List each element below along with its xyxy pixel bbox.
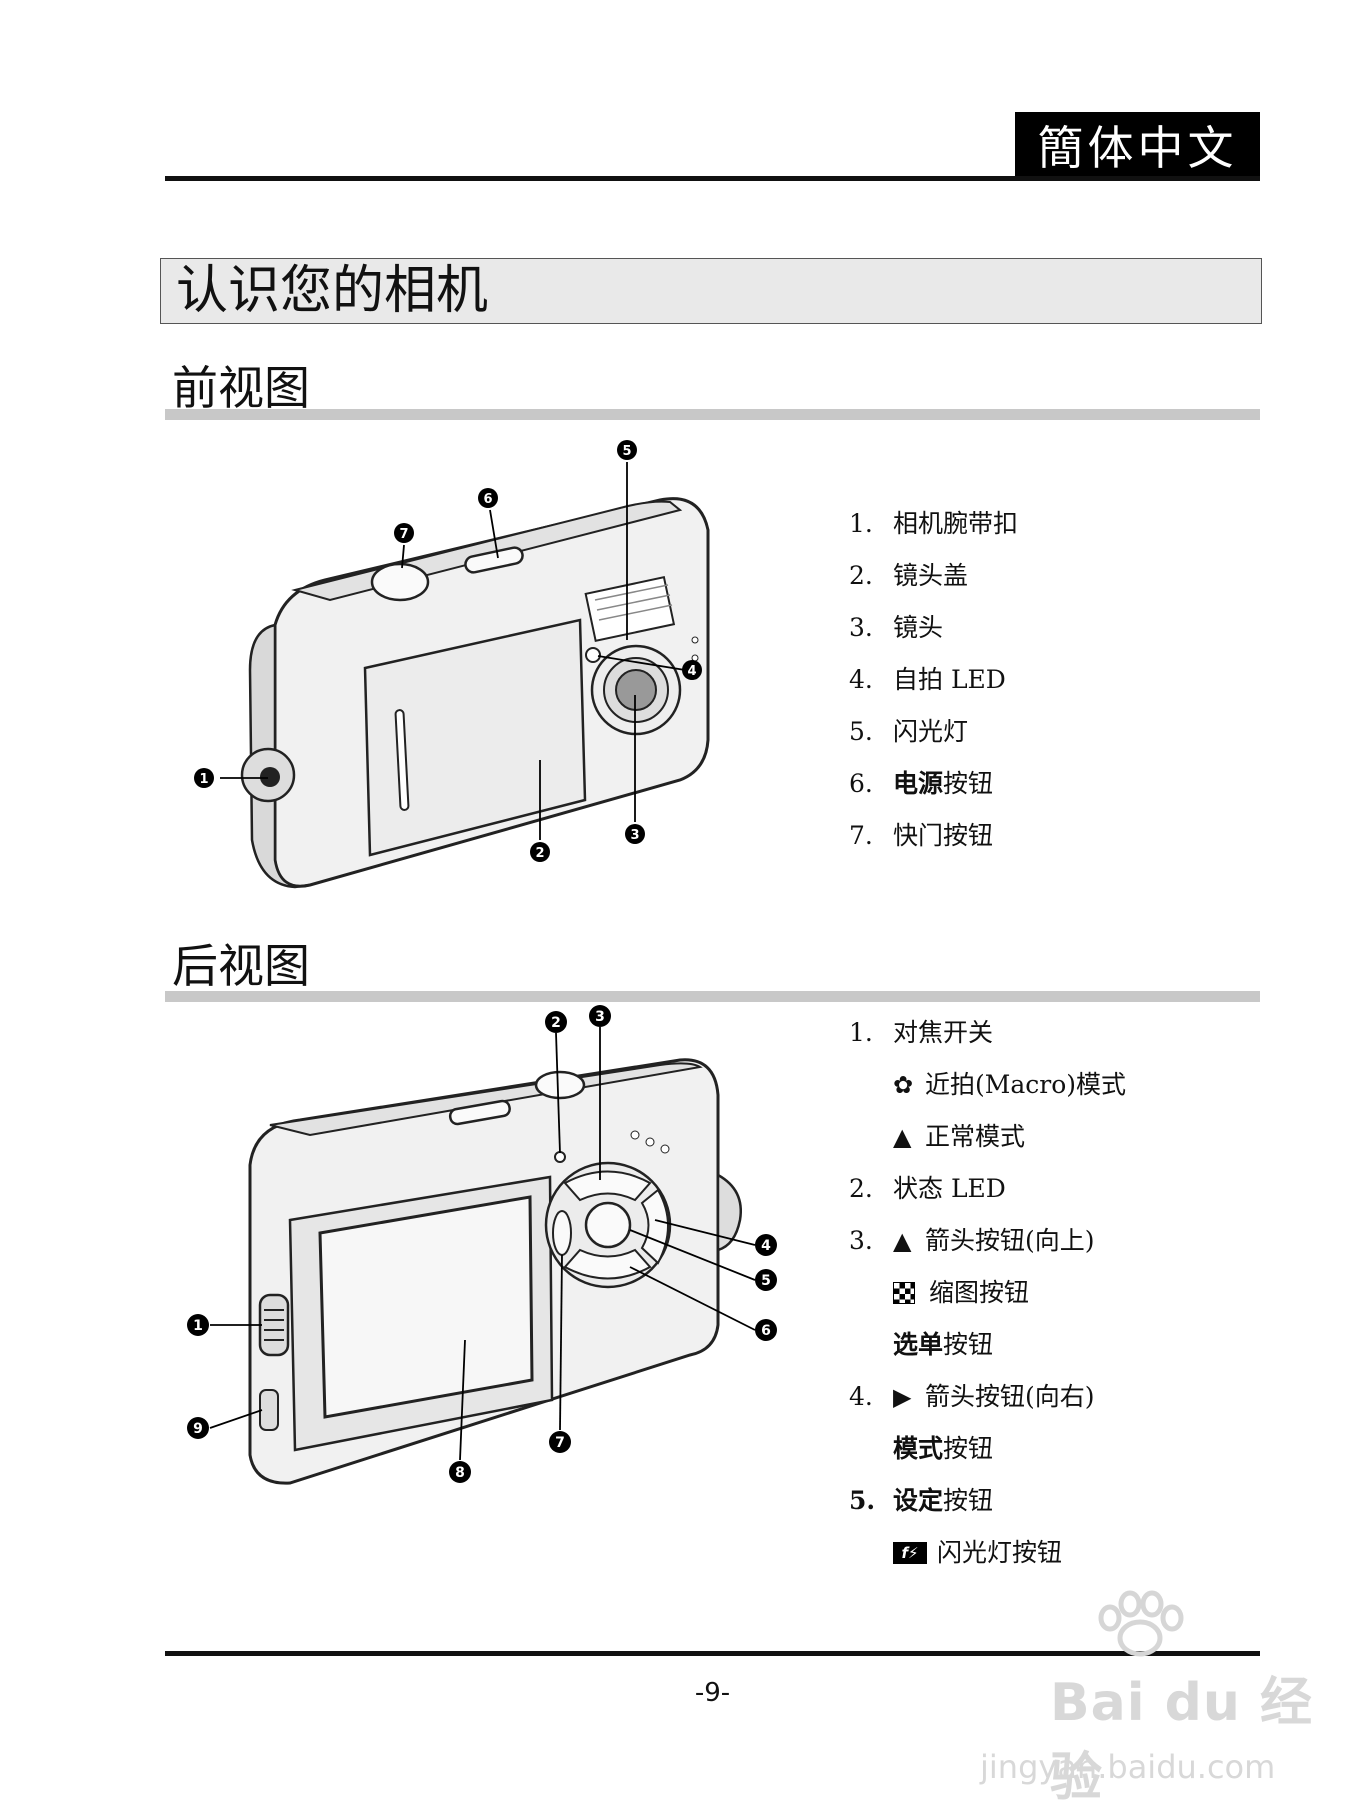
front-callout-7: 7 [394, 523, 414, 543]
svg-text:4: 4 [687, 664, 696, 679]
front-view-list: 1.相机腕带扣 2.镜头盖 3.镜头 4.自拍 LED 5.闪光灯 6.电源按钮… [849, 498, 1018, 862]
list-item: 5.设定按钮 [849, 1475, 1126, 1527]
svg-text:7: 7 [555, 1435, 565, 1451]
rear-callout-5: 5 [755, 1269, 777, 1291]
watermark-url: jingyan.baidu.com [980, 1748, 1275, 1786]
svg-text:5: 5 [622, 444, 631, 459]
svg-text:3: 3 [595, 1009, 605, 1025]
rear-callout-6: 6 [755, 1319, 777, 1341]
svg-text:5: 5 [761, 1273, 771, 1289]
rear-callout-4: 4 [755, 1234, 777, 1256]
page-title: 认识您的相机 [176, 258, 488, 324]
front-callout-6: 6 [478, 488, 498, 508]
svg-text:6: 6 [761, 1323, 771, 1339]
list-item: ✿近拍(Macro)模式 [849, 1059, 1126, 1111]
list-item: 2.状态 LED [849, 1163, 1126, 1215]
list-item: 1.对焦开关 [849, 1007, 1126, 1059]
rear-camera-illustration: 1 2 3 4 5 6 7 8 9 [180, 1005, 780, 1505]
svg-text:4: 4 [761, 1238, 771, 1254]
svg-text:8: 8 [455, 1465, 465, 1481]
rear-callout-3: 3 [589, 1005, 611, 1027]
list-item: 缩图按钮 [849, 1267, 1126, 1319]
rear-callout-2: 2 [545, 1011, 567, 1033]
header-rule [165, 176, 1260, 181]
front-callout-2: 2 [530, 842, 550, 862]
front-callout-1: 1 [194, 768, 214, 788]
rear-view-heading: 后视图 [172, 930, 310, 996]
rear-shutter [536, 1072, 584, 1098]
list-item: 5.闪光灯 [849, 706, 1018, 758]
list-item: 4.自拍 LED [849, 654, 1018, 706]
self-timer-led [586, 648, 600, 662]
macro-flower-icon: ✿ [893, 1059, 925, 1111]
front-callout-3: 3 [625, 824, 645, 844]
language-label: 簡体中文 [1015, 112, 1260, 178]
rear-callout-9: 9 [187, 1417, 209, 1439]
front-view-rule [165, 409, 1260, 420]
oval-button [553, 1211, 571, 1255]
list-item: 1.相机腕带扣 [849, 498, 1018, 550]
list-item: 7.快门按钮 [849, 810, 1018, 862]
list-item: 选单按钮 [849, 1319, 1126, 1371]
watermark-brand: Bai du 经验 [1050, 1660, 1360, 1810]
rear-view-rule [165, 991, 1260, 1002]
usb-port [260, 1390, 278, 1430]
paw-logo-icon [1080, 1590, 1200, 1660]
svg-text:6: 6 [483, 492, 492, 507]
up-arrow-icon: ▲ [893, 1215, 925, 1267]
list-item: 2.镜头盖 [849, 550, 1018, 602]
list-item: 4.▶箭头按钮(向右) [849, 1371, 1126, 1423]
list-item: 3.镜头 [849, 602, 1018, 654]
front-callout-5: 5 [617, 440, 637, 460]
svg-text:2: 2 [535, 846, 544, 861]
list-item: 模式按钮 [849, 1423, 1126, 1475]
shutter-button [372, 564, 428, 600]
mountain-icon: ▲ [893, 1111, 925, 1163]
right-arrow-icon: ▶ [893, 1371, 925, 1423]
focus-switch [260, 1295, 288, 1355]
status-led [555, 1152, 565, 1162]
rear-callout-8: 8 [449, 1461, 471, 1483]
list-item: f⚡闪光灯按钮 [849, 1527, 1126, 1579]
list-item: ▲正常模式 [849, 1111, 1126, 1163]
list-item: 3.▲箭头按钮(向上) [849, 1215, 1126, 1267]
rear-callout-1: 1 [187, 1314, 209, 1336]
rear-view-list: 1.对焦开关 ✿近拍(Macro)模式 ▲正常模式 2.状态 LED 3.▲箭头… [849, 1007, 1126, 1579]
svg-text:9: 9 [193, 1421, 203, 1437]
thumbnail-icon [893, 1282, 915, 1304]
svg-text:3: 3 [630, 828, 639, 843]
flash-icon: f⚡ [893, 1542, 927, 1564]
rear-callout-7: 7 [549, 1431, 571, 1453]
front-callout-4: 4 [682, 660, 702, 680]
front-camera-illustration: 1 2 3 4 5 6 7 [180, 440, 740, 910]
svg-text:2: 2 [551, 1015, 561, 1031]
list-item: 6.电源按钮 [849, 758, 1018, 810]
svg-text:7: 7 [399, 527, 408, 542]
set-button [586, 1203, 630, 1247]
lcd-screen [320, 1197, 532, 1417]
svg-text:1: 1 [193, 1318, 203, 1334]
svg-text:1: 1 [199, 772, 208, 787]
